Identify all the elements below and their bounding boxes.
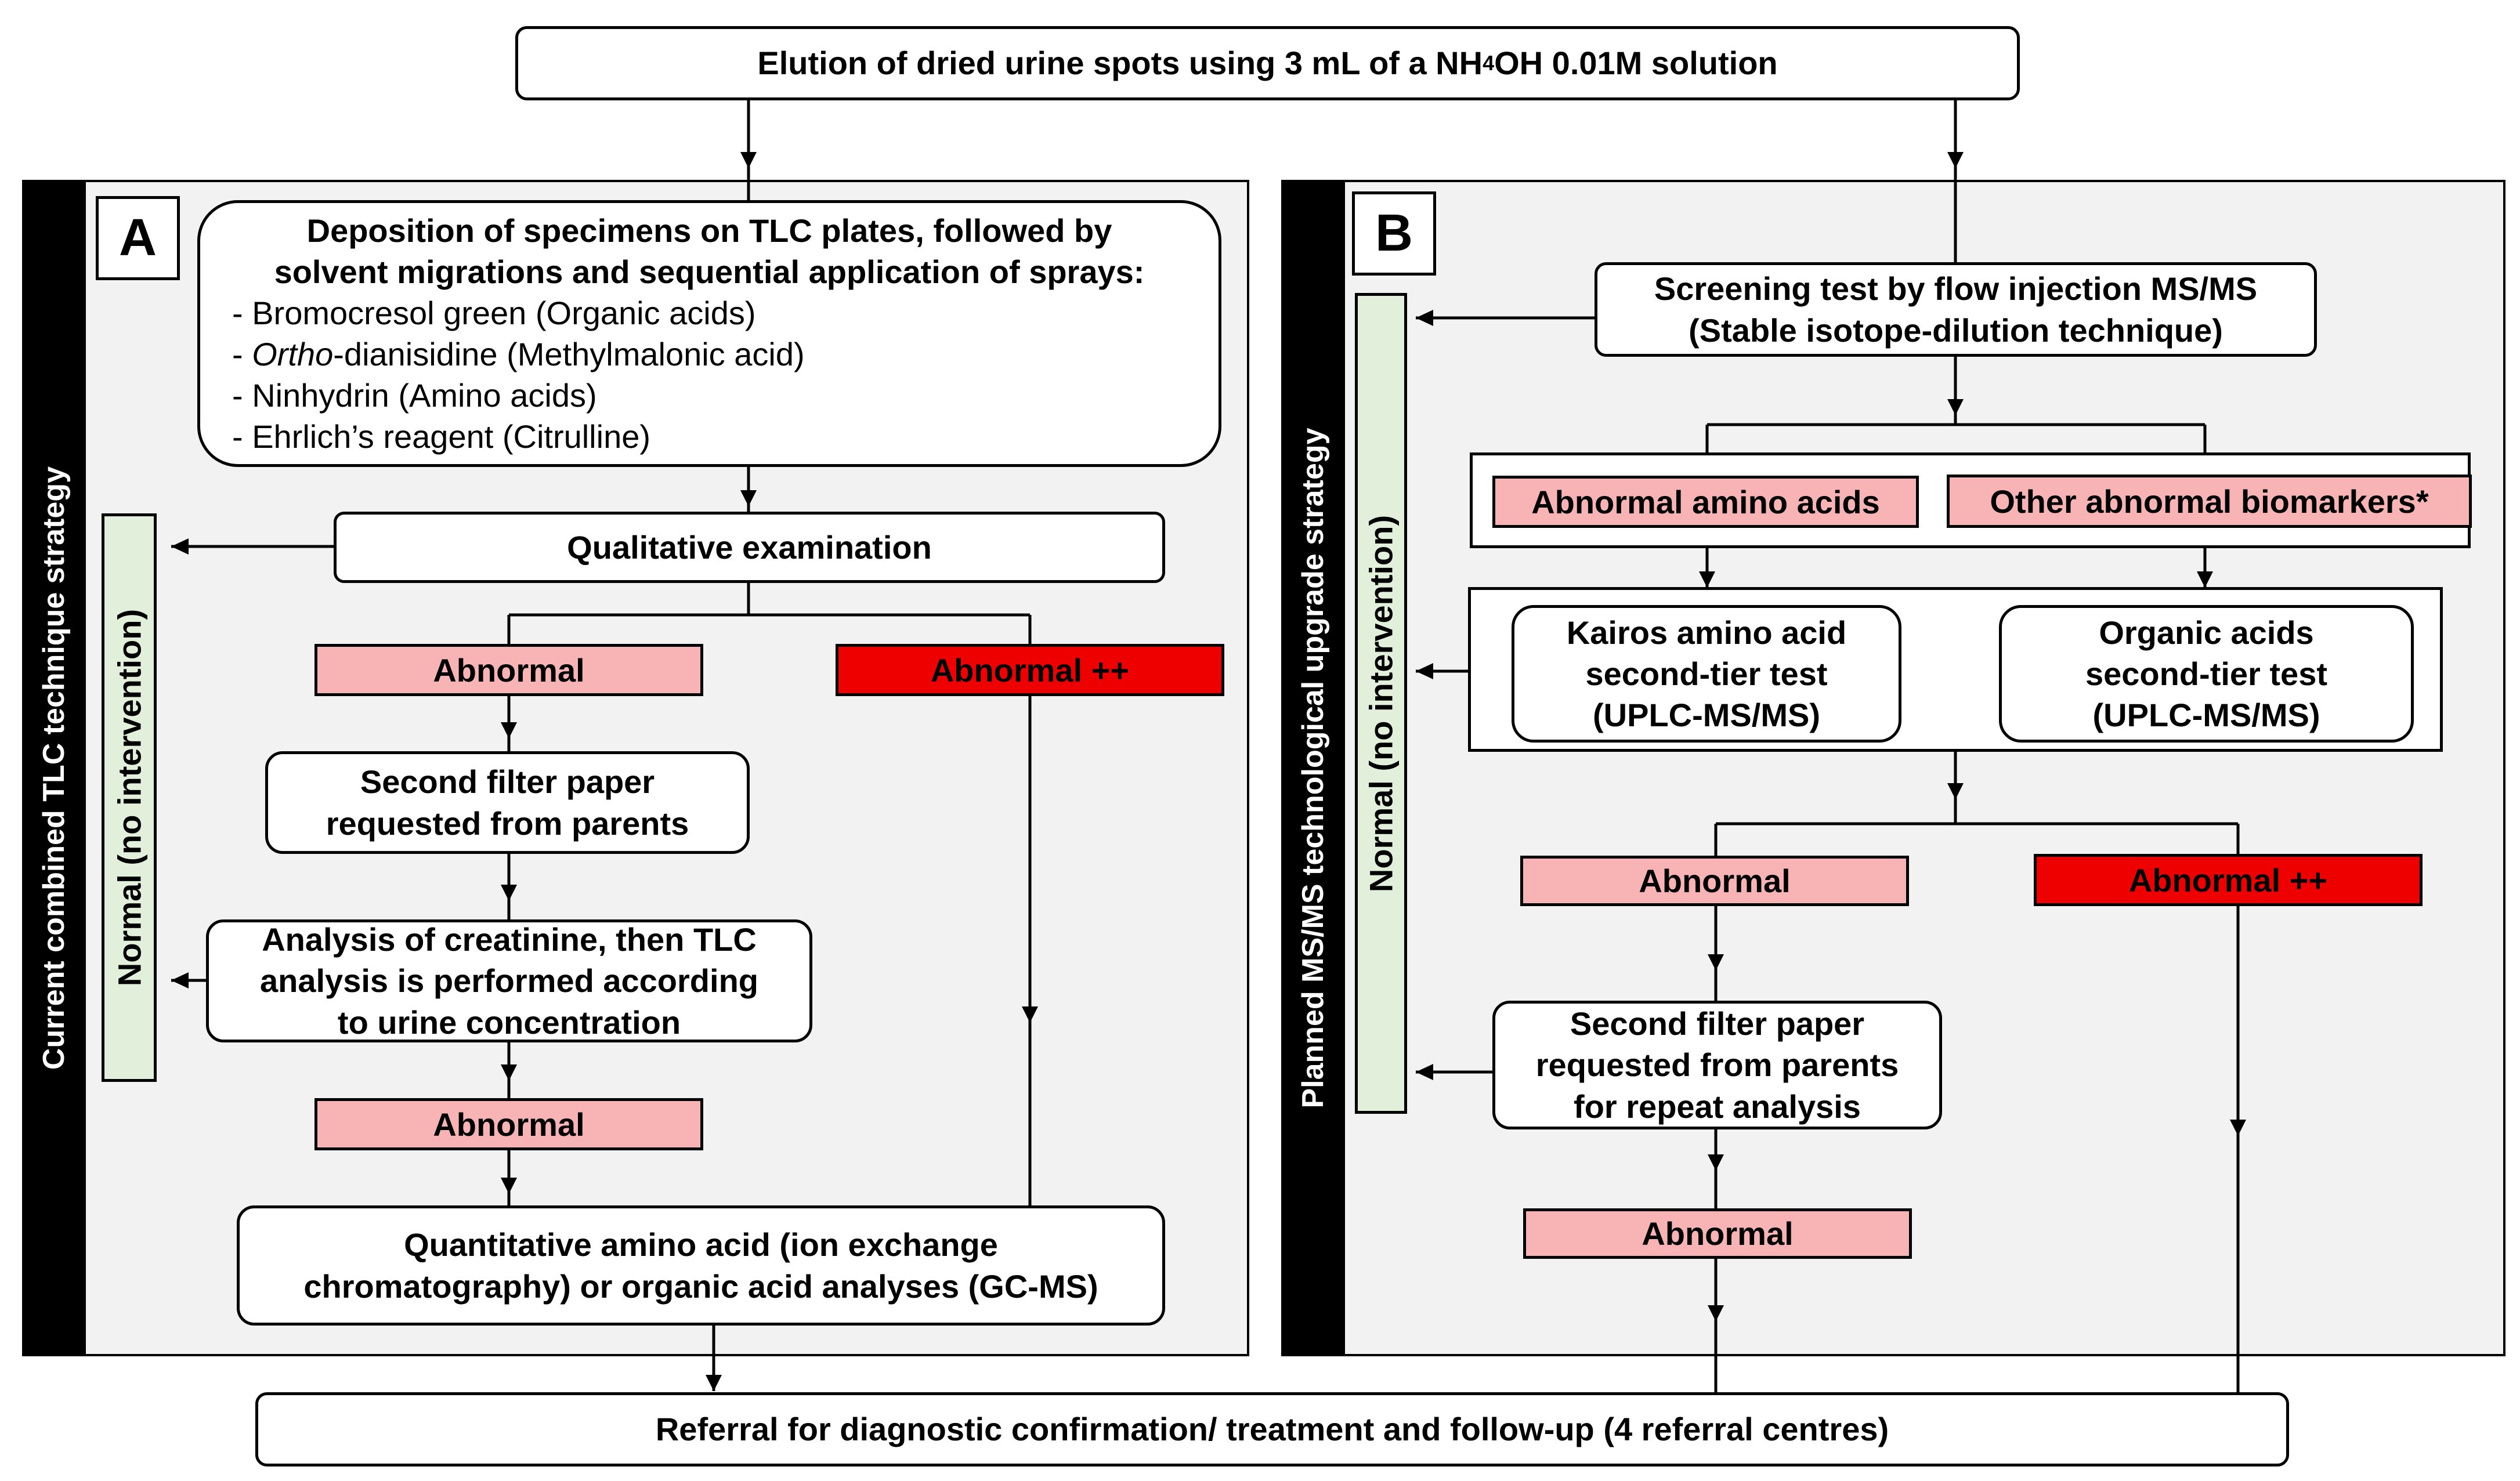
elution-box: Elution of dried urine spots using 3 mL …	[515, 26, 2020, 100]
screening-line2: (Stable isotope-dilution technique)	[1689, 312, 2223, 349]
panel-a-abnormal: Abnormal	[314, 644, 703, 696]
panel-a-letter: A	[96, 196, 180, 280]
creatinine-box: Analysis of creatinine, then TLC analysi…	[206, 919, 812, 1042]
organic-line2: second-tier test	[2085, 655, 2327, 692]
panel-b-second-filter-box: Second filter paper requested from paren…	[1492, 1001, 1942, 1129]
spray-item-dianisidine-italic: Ortho	[252, 336, 334, 372]
panel-a-abnormal-plus: Abnormal ++	[836, 644, 1224, 696]
panel-b-second-filter-line3: for repeat analysis	[1574, 1088, 1861, 1125]
panel-b-abnormal-plus: Abnormal ++	[2034, 854, 2423, 906]
kairos-line3: (UPLC-MS/MS)	[1593, 697, 1820, 734]
panel-b-side-bar: Planned MS/MS technological upgrade stra…	[1281, 180, 1345, 1356]
abnormal-amino-acids: Abnormal amino acids	[1492, 476, 1919, 528]
qualitative-text: Qualitative examination	[567, 528, 932, 566]
panel-b-normal-bar: Normal (no intervention)	[1355, 293, 1407, 1114]
kairos-line2: second-tier test	[1585, 655, 1828, 692]
panel-a-second-filter-line1: Second filter paper	[360, 763, 655, 801]
panel-b-abnormal: Abnormal	[1520, 856, 1909, 906]
referral-text: Referral for diagnostic confirmation/ tr…	[655, 1411, 1889, 1448]
spray-list: - Bromocresol green (Organic acids) - Or…	[232, 292, 805, 457]
spray-item-dianisidine-prefix: -	[232, 336, 252, 372]
spray-item-bromocresol: - Bromocresol green (Organic acids)	[232, 294, 756, 331]
panel-a-second-filter-box: Second filter paper requested from paren…	[265, 751, 750, 854]
deposition-title-line1: Deposition of specimens on TLC plates, f…	[306, 212, 1112, 249]
panel-b-second-filter-line1: Second filter paper	[1570, 1005, 1865, 1042]
other-abnormal-biomarkers: Other abnormal biomarkers*	[1947, 475, 2472, 528]
quantitative-line1: Quantitative amino acid (ion exchange	[404, 1226, 998, 1263]
screening-line1: Screening test by flow injection MS/MS	[1654, 270, 2258, 307]
panel-b-second-filter-line2: requested from parents	[1535, 1047, 1899, 1084]
panel-a-abnormal-second: Abnormal	[314, 1098, 703, 1150]
qualitative-box: Qualitative examination	[334, 512, 1165, 583]
quantitative-line2: chromatography) or organic acid analyses…	[303, 1268, 1098, 1305]
panel-b-letter: B	[1352, 191, 1436, 276]
panel-b-normal-label: Normal (no intervention)	[1362, 515, 1400, 892]
organic-acids-box: Organic acids second-tier test (UPLC-MS/…	[1999, 605, 2414, 743]
kairos-box: Kairos amino acid second-tier test (UPLC…	[1512, 605, 1901, 743]
creatinine-line1: Analysis of creatinine, then TLC	[262, 921, 757, 958]
organic-line3: (UPLC-MS/MS)	[2092, 697, 2320, 734]
spray-item-ninhydrin: - Ninhydrin (Amino acids)	[232, 377, 597, 414]
spray-item-dianisidine: - Ortho-dianisidine (Methylmalonic acid)	[232, 334, 805, 375]
panel-a-normal-label: Normal (no intervention)	[111, 609, 147, 987]
screening-box: Screening test by flow injection MS/MS (…	[1595, 262, 2317, 357]
panel-a-side-bar: Current combined TLC technique strategy	[22, 180, 86, 1356]
elution-subscript: 4	[1483, 51, 1495, 75]
panel-b-abnormal-second: Abnormal	[1523, 1208, 1912, 1259]
deposition-box: Deposition of specimens on TLC plates, f…	[197, 200, 1221, 467]
quantitative-box: Quantitative amino acid (ion exchange ch…	[237, 1205, 1165, 1326]
spray-item-ehrlich: - Ehrlich’s reagent (Citrulline)	[232, 418, 650, 455]
organic-line1: Organic acids	[2099, 614, 2314, 651]
elution-text-start: Elution of dried urine spots using 3 mL …	[757, 45, 1483, 82]
creatinine-line3: to urine concentration	[337, 1004, 681, 1041]
referral-box: Referral for diagnostic confirmation/ tr…	[255, 1392, 2289, 1466]
panel-a-normal-bar: Normal (no intervention)	[102, 513, 157, 1082]
arrowheads	[171, 152, 2246, 1391]
kairos-line1: Kairos amino acid	[1566, 614, 1847, 651]
panel-a-second-filter-line2: requested from parents	[326, 805, 689, 842]
creatinine-line2: analysis is performed according	[260, 962, 758, 1000]
elution-text-end: OH 0.01M solution	[1494, 45, 1778, 82]
panel-b	[1281, 180, 2505, 1356]
deposition-title-line2: solvent migrations and sequential applic…	[274, 253, 1145, 290]
spray-item-dianisidine-rest: -dianisidine (Methylmalonic acid)	[333, 336, 805, 372]
connector-paths	[171, 99, 2240, 1398]
